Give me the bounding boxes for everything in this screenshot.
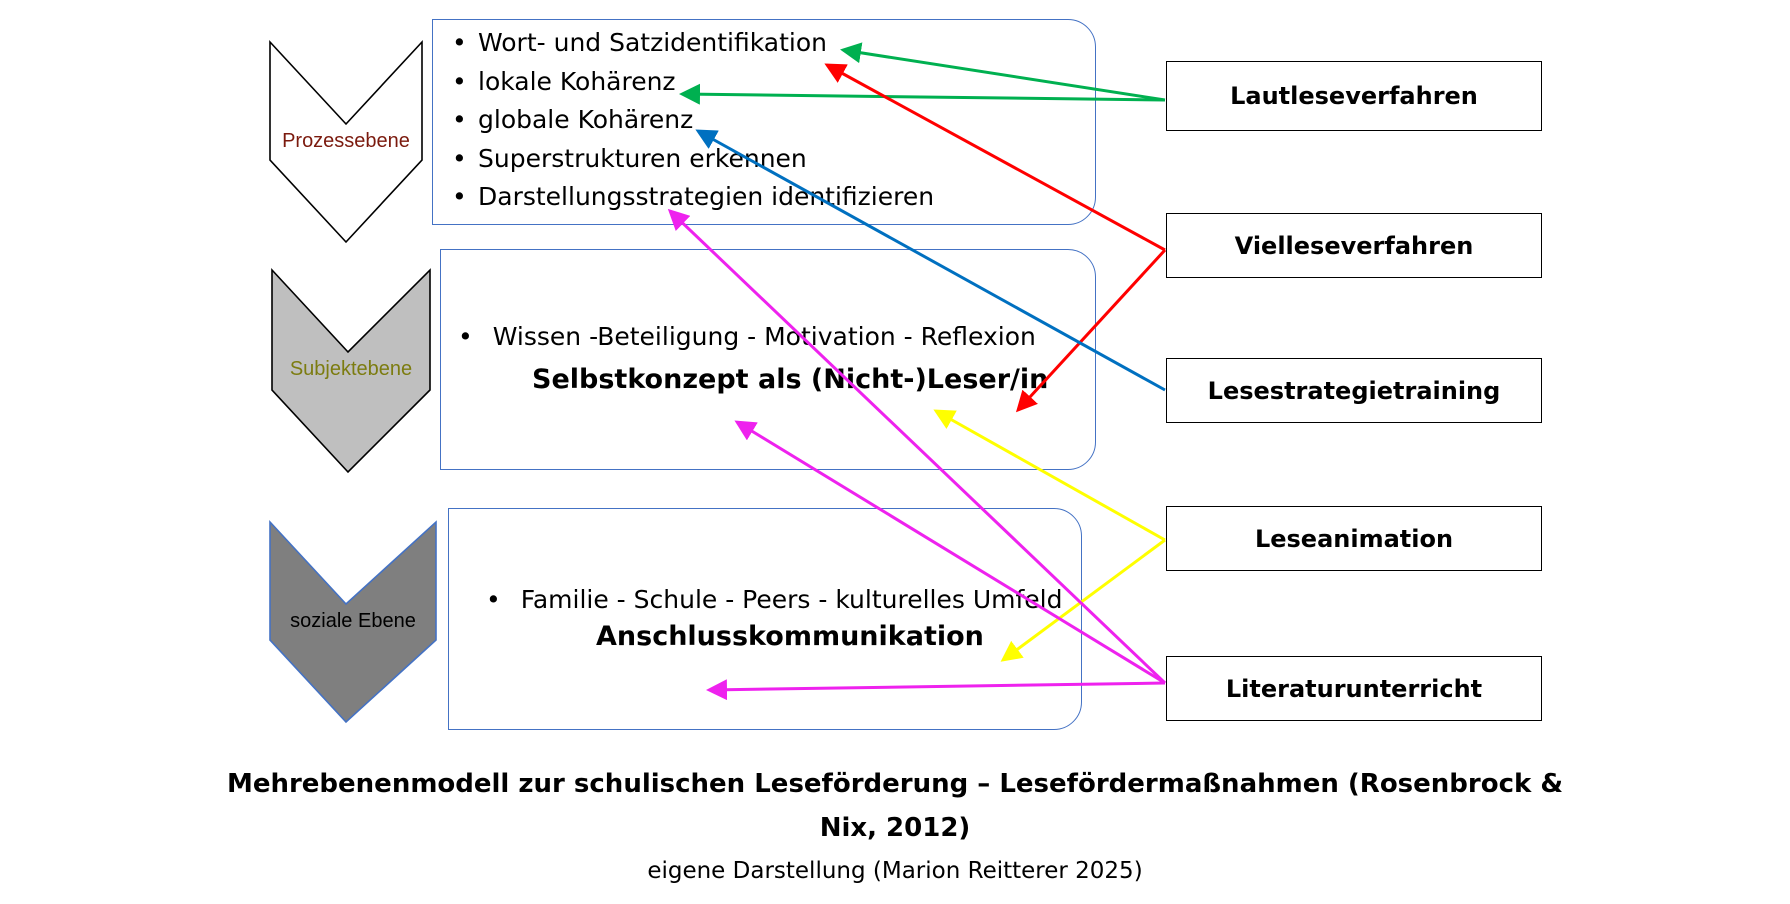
measure-box-lautleseverfahren: Lautleseverfahren xyxy=(1166,61,1542,131)
measure-box-leseanimation: Leseanimation xyxy=(1166,506,1542,571)
caption-title-line-2: Nix, 2012) xyxy=(819,813,971,843)
measure-box-literaturunterricht: Literaturunterricht xyxy=(1166,656,1542,721)
process-skill-item: Wort- und Satzidentifikation xyxy=(452,24,934,63)
subject-factors: Wissen -Beteiligung - Motivation - Refle… xyxy=(458,322,1036,351)
social-focus: Anschlusskommunikation xyxy=(596,621,984,652)
level-box-subjektebene xyxy=(440,249,1096,470)
level-label-subjektebene: Subjektebene xyxy=(289,358,413,380)
caption-title-line-1: Mehrebenenmodell zur schulischen Leseför… xyxy=(226,769,1564,799)
chevron-soziale-ebene xyxy=(269,519,437,724)
process-skill-item: Darstellungsstrategien identifizieren xyxy=(452,178,934,217)
measure-box-vielleseverfahren: Vielleseverfahren xyxy=(1166,213,1542,278)
process-skill-item: Superstrukturen erkennen xyxy=(452,140,934,179)
chevron-prozessebene xyxy=(269,39,423,244)
subject-focus: Selbstkonzept als (Nicht-)Leser/in xyxy=(532,364,1049,395)
process-skill-item: lokale Kohärenz xyxy=(452,63,934,102)
process-skill-item: globale Kohärenz xyxy=(452,101,934,140)
level-box-soziale-ebene xyxy=(448,508,1082,730)
social-factors: Familie - Schule - Peers - kulturelles U… xyxy=(486,585,1063,614)
figure-caption-credit: eigene Darstellung (Marion Reitterer 202… xyxy=(647,858,1143,884)
level-label-prozessebene: Prozessebene xyxy=(282,130,410,152)
measure-box-lesestrategietraining: Lesestrategietraining xyxy=(1166,358,1542,423)
chevron-subjektebene xyxy=(271,267,431,474)
process-skills-list: Wort- und Satzidentifikation lokale Kohä… xyxy=(452,24,934,217)
level-label-soziale-ebene: soziale Ebene xyxy=(290,610,416,632)
figure-caption-title: Mehrebenenmodell zur schulischen Leseför… xyxy=(0,762,1790,850)
